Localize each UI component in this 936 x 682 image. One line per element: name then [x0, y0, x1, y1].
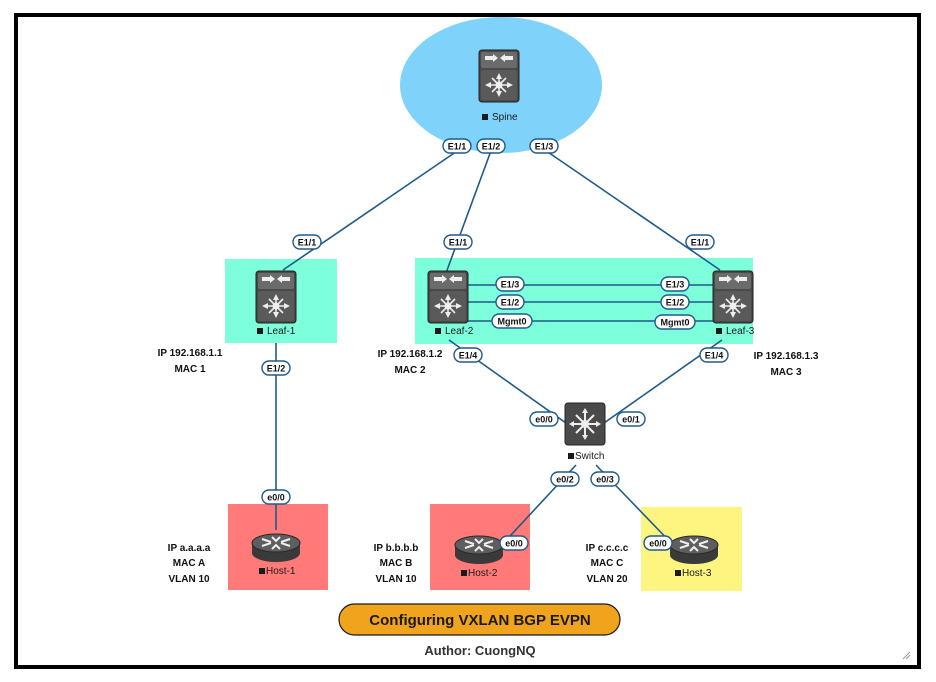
svg-text:e0/0: e0/0 [267, 492, 285, 502]
host1-label: Host-1 [259, 566, 296, 577]
port-badge-leaf2-e11: E1/1 [443, 234, 473, 250]
svg-text:Leaf-3: Leaf-3 [726, 326, 755, 337]
svg-text:Leaf-1: Leaf-1 [267, 326, 296, 337]
port-badge-sw-e03: e0/3 [590, 471, 620, 487]
port-badge-leaf2-e13: E1/3 [495, 276, 525, 292]
svg-text:E1/2: E1/2 [666, 297, 685, 307]
host1-mac: MAC A [173, 558, 205, 569]
host3-mac: MAC C [591, 558, 624, 569]
diagram-title: Configuring VXLAN BGP EVPN [369, 612, 590, 629]
port-badge-leaf3-mgmt: Mgmt0 [654, 314, 696, 330]
spine-switch-icon[interactable] [478, 49, 520, 103]
port-badge-sw-e00: e0/0 [529, 411, 559, 427]
leaf23-zone [415, 258, 753, 344]
switch-label: Switch [568, 451, 604, 462]
port-badge-leaf2-e12: E1/2 [495, 294, 525, 310]
leaf2-label: Leaf-2 [435, 326, 474, 337]
leaf2-mac: MAC 2 [394, 365, 426, 376]
svg-text:E1/4: E1/4 [705, 350, 724, 360]
svg-text:Leaf-2: Leaf-2 [445, 326, 474, 337]
resize-grip-icon[interactable] [902, 651, 911, 660]
svg-text:e0/3: e0/3 [596, 474, 614, 484]
svg-text:E1/3: E1/3 [535, 141, 554, 151]
port-badge-sw-e02: e0/2 [550, 471, 580, 487]
host3-vlan: VLAN 20 [586, 574, 628, 585]
svg-text:e0/0: e0/0 [505, 538, 523, 548]
leaf2-ip: IP 192.168.1.2 [378, 349, 443, 360]
title-pill [338, 603, 621, 636]
svg-text:Host-3: Host-3 [682, 568, 712, 579]
port-badge-spine-e11: E1/1 [442, 138, 472, 154]
host3-ip: IP c.c.c.c [586, 543, 629, 554]
host2-router-icon[interactable] [454, 535, 504, 565]
svg-text:e0/2: e0/2 [556, 474, 574, 484]
svg-text:Switch: Switch [575, 451, 604, 462]
host2-label: Host-2 [461, 568, 498, 579]
port-badge-leaf3-e12: E1/2 [660, 294, 690, 310]
port-badge-leaf2-e14: E1/4 [453, 347, 483, 363]
svg-text:e0/1: e0/1 [622, 414, 640, 424]
host1-vlan: VLAN 10 [168, 574, 210, 585]
svg-text:E1/4: E1/4 [459, 350, 478, 360]
svg-text:Host-1: Host-1 [266, 566, 296, 577]
port-badge-leaf1-e12: E1/2 [261, 360, 291, 376]
svg-text:E1/2: E1/2 [482, 141, 501, 151]
svg-text:Mgmt0: Mgmt0 [498, 316, 527, 326]
svg-text:E1/2: E1/2 [267, 363, 286, 373]
port-badge-sw-e01: e0/1 [616, 411, 646, 427]
svg-text:E1/1: E1/1 [298, 237, 317, 247]
leaf1-label: Leaf-1 [257, 326, 296, 337]
svg-text:e0/0: e0/0 [535, 414, 553, 424]
leaf2-switch-icon[interactable] [427, 270, 469, 324]
link-spine-leaf2 [445, 147, 493, 274]
svg-text:E1/3: E1/3 [666, 279, 685, 289]
port-badge-leaf1-e11: E1/1 [292, 234, 322, 250]
host3-label: Host-3 [675, 568, 712, 579]
access-switch-icon[interactable] [564, 402, 606, 446]
port-badge-leaf3-e13: E1/3 [660, 276, 690, 292]
host2-vlan: VLAN 10 [375, 574, 417, 585]
port-badge-leaf3-e11: E1/1 [685, 234, 715, 250]
leaf1-switch-icon[interactable] [255, 270, 297, 324]
port-badge-leaf3-e14: E1/4 [699, 347, 729, 363]
leaf3-switch-icon[interactable] [712, 270, 754, 324]
diagram-author: Author: CuongNQ [424, 643, 535, 658]
svg-text:E1/2: E1/2 [501, 297, 520, 307]
port-badge-leaf2-mgmt: Mgmt0 [491, 313, 533, 329]
svg-text:Mgmt0: Mgmt0 [661, 317, 690, 327]
port-badge-spine-e13: E1/3 [529, 138, 559, 154]
svg-text:E1/1: E1/1 [691, 237, 710, 247]
host2-ip: IP b.b.b.b [374, 543, 419, 554]
leaf1-mac: MAC 1 [174, 364, 206, 375]
leaf1-ip: IP 192.168.1.1 [158, 348, 223, 359]
svg-text:E1/1: E1/1 [448, 141, 467, 151]
port-badge-host1-e00: e0/0 [261, 489, 291, 505]
host3-router-icon[interactable] [669, 535, 719, 565]
host1-ip: IP a.a.a.a [168, 543, 211, 554]
port-badge-host2-e00: e0/0 [499, 535, 529, 551]
port-badge-spine-e12: E1/2 [476, 138, 506, 154]
leaf3-mac: MAC 3 [770, 367, 802, 378]
port-badge-host3-e00: e0/0 [643, 535, 673, 551]
svg-text:E1/1: E1/1 [449, 237, 468, 247]
svg-text:E1/3: E1/3 [501, 279, 520, 289]
leaf3-label: Leaf-3 [716, 326, 755, 337]
leaf3-ip: IP 192.168.1.3 [754, 351, 819, 362]
svg-text:e0/0: e0/0 [649, 538, 667, 548]
svg-text:Host-2: Host-2 [468, 568, 498, 579]
host1-router-icon[interactable] [251, 533, 301, 563]
link-spine-leaf3 [541, 147, 721, 271]
svg-text:Spine: Spine [492, 112, 518, 123]
host2-mac: MAC B [380, 558, 413, 569]
spine-label: Spine [482, 112, 518, 123]
